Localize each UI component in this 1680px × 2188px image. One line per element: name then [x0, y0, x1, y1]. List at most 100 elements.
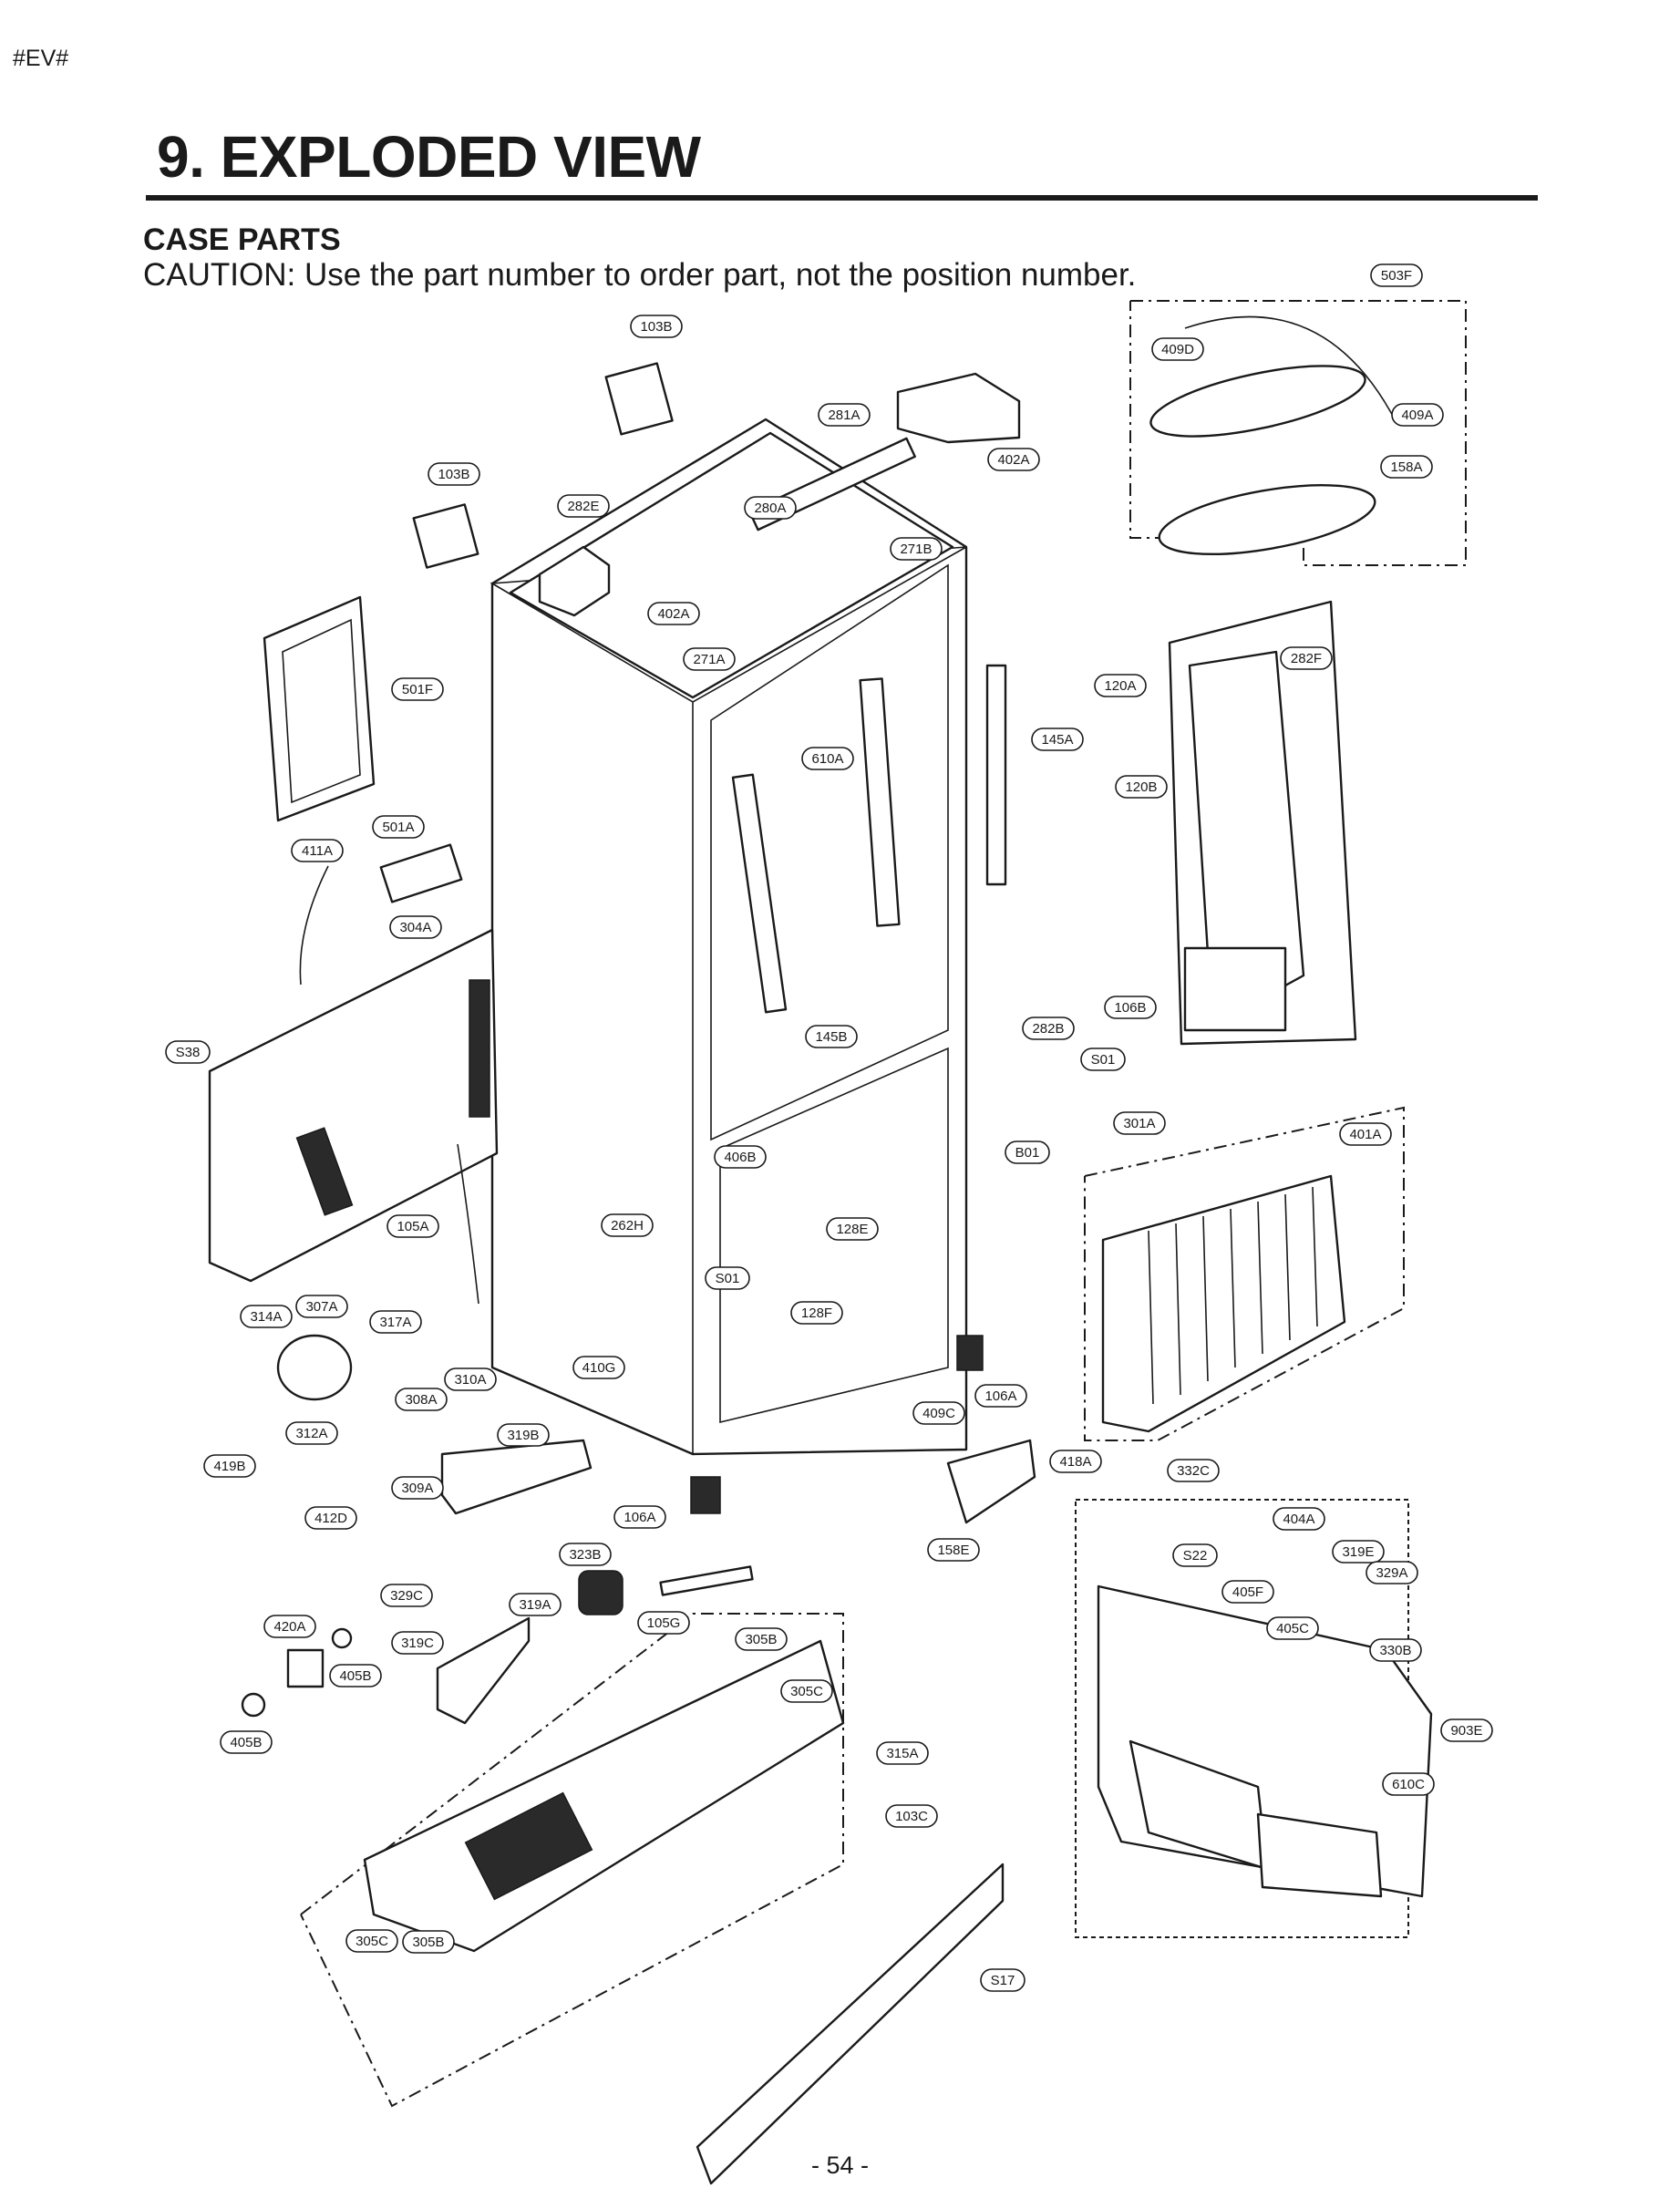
callout-305c: 305C — [345, 1929, 398, 1953]
callout-text: 319E — [1342, 1544, 1374, 1560]
callout-text: 282F — [1291, 651, 1322, 666]
callout-120b: 120B — [1115, 775, 1168, 799]
callout-text: S01 — [716, 1271, 740, 1286]
callout-418a: 418A — [1049, 1450, 1102, 1473]
callout-bubble — [402, 1930, 455, 1954]
callout-610c: 610C — [1382, 1772, 1435, 1796]
callout-text: 332C — [1177, 1463, 1210, 1479]
callout-s38: S38 — [165, 1040, 211, 1064]
callout-308a: 308A — [395, 1388, 448, 1411]
door-gasket-drawing — [263, 595, 376, 822]
callout-bubble — [876, 1741, 929, 1765]
callout-text: 409D — [1161, 342, 1194, 357]
callout-text: 103B — [640, 319, 672, 335]
callout-405f: 405F — [1221, 1580, 1274, 1604]
callout-412d: 412D — [304, 1506, 357, 1530]
callout-s01: S01 — [1080, 1048, 1126, 1071]
callout-text: 405C — [1276, 1621, 1309, 1636]
callout-text: 271B — [900, 542, 932, 557]
callout-bubble — [304, 1506, 357, 1530]
callout-281a: 281A — [818, 403, 871, 427]
callout-text: 319C — [401, 1636, 434, 1651]
callout-bubble — [735, 1627, 788, 1651]
callout-text: 420A — [273, 1619, 305, 1635]
callout-s01: S01 — [705, 1266, 750, 1290]
callout-bubble — [890, 537, 943, 561]
callout-text: 406B — [724, 1150, 756, 1165]
callout-610a: 610A — [801, 747, 854, 770]
callout-text: 412D — [314, 1511, 347, 1526]
callout-text: 501A — [382, 820, 414, 835]
callout-text: 323B — [569, 1547, 601, 1563]
callout-409c: 409C — [912, 1401, 965, 1425]
callout-410g: 410G — [572, 1356, 625, 1379]
page-title: 9. EXPLODED VIEW — [157, 124, 701, 190]
callout-bubble — [1115, 775, 1168, 799]
callout-text: 503F — [1381, 268, 1412, 284]
dispenser-door-drawing — [1168, 600, 1357, 1046]
callout-bubble — [780, 1679, 833, 1703]
callout-bubble — [705, 1266, 750, 1290]
callout-bubble — [291, 839, 344, 862]
callout-405c: 405C — [1266, 1616, 1319, 1640]
callout-text: 312A — [295, 1426, 327, 1441]
callout-280a: 280A — [744, 496, 797, 520]
callout-158a: 158A — [1380, 455, 1433, 479]
callout-282f: 282F — [1280, 646, 1333, 670]
callout-bubble — [744, 496, 797, 520]
callout-128e: 128E — [826, 1217, 879, 1241]
callout-text: 308A — [405, 1392, 437, 1408]
page-tag: #EV# — [13, 46, 69, 71]
callout-501a: 501A — [372, 815, 425, 839]
callout-bubble — [1391, 403, 1444, 427]
callout-text: 145A — [1041, 732, 1073, 748]
callout-bubble — [444, 1368, 497, 1391]
callout-text: 329A — [1376, 1565, 1407, 1581]
callout-bubble — [1031, 728, 1084, 751]
callout-text: 158A — [1390, 459, 1422, 475]
callout-bubble — [1380, 455, 1433, 479]
callout-bubble — [1440, 1718, 1493, 1742]
callout-text: 301A — [1123, 1116, 1155, 1131]
callout-text: S17 — [991, 1973, 1015, 1988]
callout-text: B01 — [1015, 1145, 1040, 1161]
callout-312a: 312A — [285, 1421, 338, 1445]
callout-bubble — [263, 1615, 316, 1638]
callout-106b: 106B — [1104, 996, 1157, 1019]
callout-text: 319A — [519, 1597, 551, 1613]
callout-bubble — [1005, 1140, 1050, 1164]
callout-bubble — [165, 1040, 211, 1064]
callout-329a: 329A — [1366, 1561, 1418, 1584]
callout-text: 610C — [1392, 1777, 1425, 1792]
callout-bubble — [572, 1356, 625, 1379]
callout-bubble — [601, 1213, 654, 1237]
callout-text: 304A — [399, 920, 431, 935]
callout-103c: 103C — [885, 1804, 938, 1828]
callout-bubble — [1370, 263, 1423, 287]
callout-text: 158E — [937, 1543, 969, 1558]
callout-text: 404A — [1283, 1512, 1314, 1527]
callout-bubble — [1022, 1017, 1075, 1040]
callout-128f: 128F — [790, 1301, 843, 1325]
callout-105a: 105A — [387, 1214, 439, 1238]
callout-411a: 411A — [291, 839, 344, 862]
callout-bubble — [1273, 1507, 1325, 1531]
callout-bubble — [203, 1454, 256, 1478]
callout-bubble — [647, 602, 700, 625]
callout-text: 120B — [1125, 779, 1157, 795]
callout-401a: 401A — [1339, 1122, 1392, 1146]
callout-105g: 105G — [637, 1611, 690, 1635]
callout-bubble — [497, 1423, 550, 1447]
callout-332c: 332C — [1167, 1459, 1220, 1482]
callout-text: 401A — [1349, 1127, 1381, 1142]
callout-bubble — [987, 448, 1040, 471]
callout-text: 903E — [1450, 1723, 1482, 1739]
callout-b01: B01 — [1005, 1140, 1050, 1164]
callout-bubble — [389, 915, 442, 939]
section-subtitle: CASE PARTS — [143, 222, 341, 257]
callout-text: 307A — [305, 1299, 337, 1315]
callout-text: 305C — [790, 1684, 823, 1699]
callout-bubble — [801, 747, 854, 770]
callout-bubble — [391, 1631, 444, 1655]
